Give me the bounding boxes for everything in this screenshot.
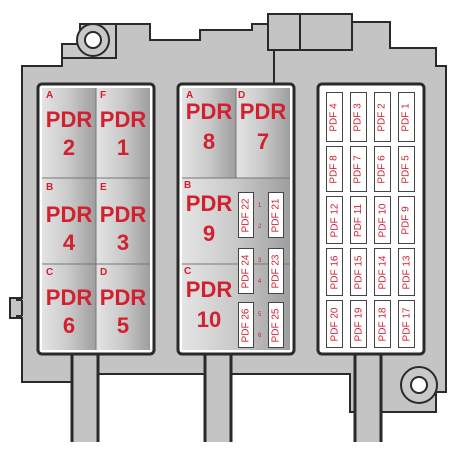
fuse-pdf20: PDF 20 (326, 300, 343, 348)
relay-tag: A (186, 90, 194, 101)
fuse-pdf12: PDF 12 (326, 196, 343, 244)
fuse-pdf14: PDF 14 (374, 248, 391, 296)
fuse-pdf21: PDF 21 (268, 192, 284, 238)
relay-tag: B (184, 180, 192, 191)
relay-tag: D (238, 90, 246, 101)
relay-cell (42, 178, 96, 264)
fuse-pdf19: PDF 19 (350, 300, 367, 348)
relay-tag: D (100, 267, 108, 278)
ledge-line (267, 14, 353, 51)
fuse-pdf10: PDF 10 (374, 196, 391, 244)
pin-number: 6 (258, 333, 262, 339)
fuse-pdf13: PDF 13 (398, 248, 415, 296)
connector-right-body (355, 354, 381, 442)
fuse-pdf1: PDF 1 (398, 92, 415, 142)
fuse-pdf4: PDF 4 (326, 92, 343, 142)
relay-tag: B (46, 182, 54, 193)
fuse-pdf6: PDF 6 (374, 146, 391, 192)
relay-tag: E (100, 182, 107, 193)
inner-step (16, 299, 22, 317)
fuse-pdf26: PDF 26 (238, 302, 254, 348)
fuse-pdf5: PDF 5 (398, 146, 415, 192)
fuse-pdf9: PDF 9 (398, 196, 415, 244)
pin-number: 2 (258, 224, 262, 230)
relay-tag: C (184, 266, 192, 277)
fuse-pdf2: PDF 2 (374, 92, 391, 142)
fuse-pdf3: PDF 3 (350, 92, 367, 142)
fuse-pdf23: PDF 23 (268, 248, 284, 294)
mount-hole-bottom-inner (410, 376, 428, 394)
relay-cell (236, 88, 290, 178)
fuse-pdf22: PDF 22 (238, 192, 254, 238)
fuse-pdf25: PDF 25 (268, 302, 284, 348)
relay-tag: C (46, 267, 54, 278)
relay-cell (42, 264, 96, 350)
connector-middle-body (205, 354, 231, 442)
relay-cell (42, 88, 96, 178)
pin-number: 1 (258, 203, 262, 209)
fuse-pdf16: PDF 16 (326, 248, 343, 296)
connector-left-body (72, 354, 98, 442)
fuse-pdf18: PDF 18 (374, 300, 391, 348)
relay-cell (96, 88, 150, 178)
relay-cells-left (42, 88, 150, 350)
pin-number: 5 (258, 312, 262, 318)
pin-number: 4 (258, 279, 262, 285)
fuse-pdf17: PDF 17 (398, 300, 415, 348)
pin-number: 3 (258, 258, 262, 264)
relay-cell (96, 178, 150, 264)
fuse-pdf8: PDF 8 (326, 146, 343, 192)
fuse-box-right (316, 82, 426, 356)
fuse-pdf15: PDF 15 (350, 248, 367, 296)
relay-cell (96, 264, 150, 350)
fuse-pdf24: PDF 24 (238, 248, 254, 294)
mount-hole-top-inner (84, 31, 102, 49)
relay-tag: A (46, 90, 54, 101)
relay-cell (182, 88, 236, 178)
fuse-pdf7: PDF 7 (350, 146, 367, 192)
relay-tag: F (100, 90, 107, 101)
fuse-pdf11: PDF 11 (350, 196, 367, 244)
